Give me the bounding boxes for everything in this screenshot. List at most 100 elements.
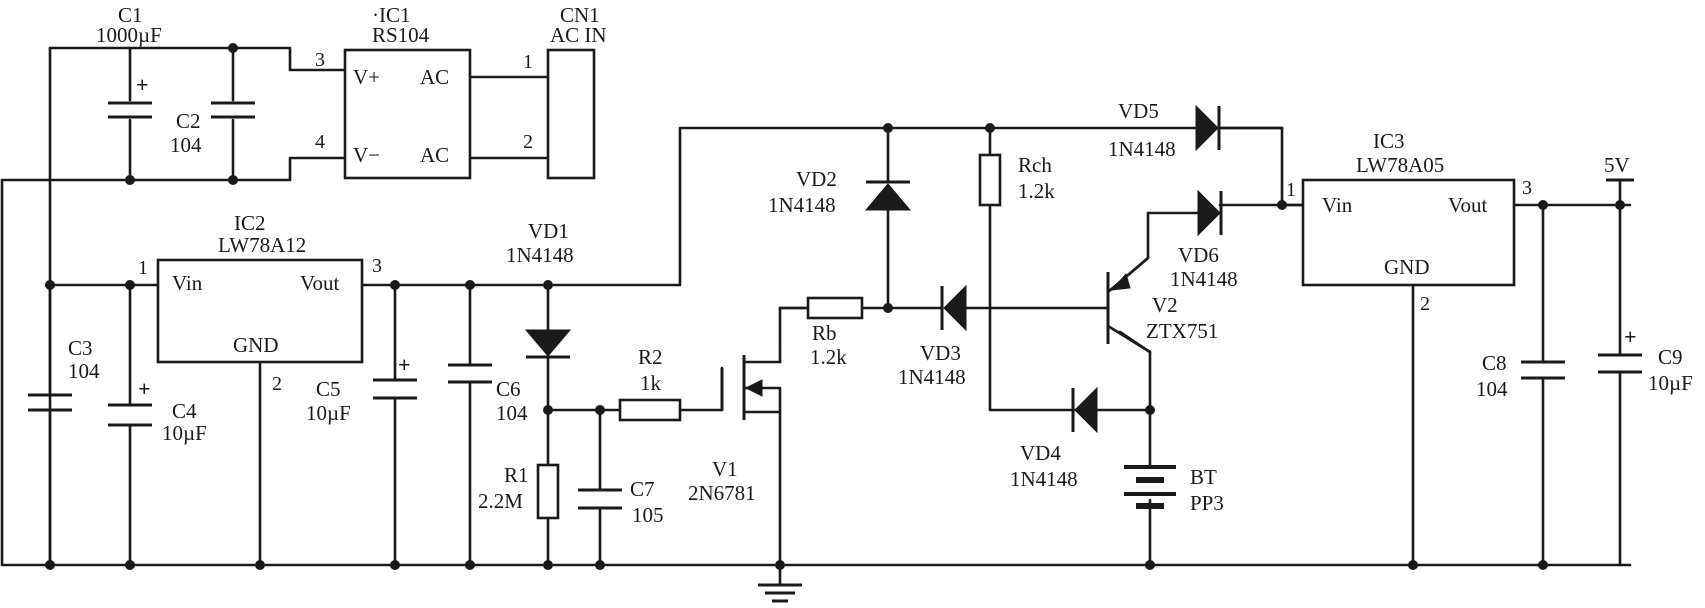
- ic3-pin3: 3: [1522, 177, 1532, 199]
- ic1-ac1-label: AC: [420, 65, 449, 89]
- diode-vd3: VD3 1N4148: [898, 284, 967, 389]
- rb-ref: Rb: [812, 321, 837, 345]
- capacitor-c2: C2 104: [170, 101, 255, 157]
- vd1-part: 1N4148: [506, 243, 574, 267]
- vd6-part: 1N4148: [1170, 267, 1238, 291]
- capacitor-c7: C7 105: [578, 477, 664, 527]
- ic3-gnd-label: GND: [1384, 255, 1430, 279]
- v2-ref: V2: [1152, 293, 1178, 317]
- vd6-ref: VD6: [1178, 243, 1219, 267]
- c9-value: 10µF: [1648, 371, 1693, 395]
- diode-vd4: VD4 1N4148: [1010, 386, 1098, 491]
- mosfet-v1: V1 2N6781: [688, 350, 782, 505]
- rch-value: 1.2k: [1018, 179, 1055, 203]
- cn1-ref: CN1: [560, 3, 600, 27]
- c5-polarity: +: [398, 352, 411, 377]
- resistor-r2: R2 1k: [618, 345, 682, 422]
- vd5-part: 1N4148: [1108, 137, 1176, 161]
- ic1-bridge-rectifier: ·IC1 RS104 V+ V− AC AC 3 4: [315, 3, 472, 180]
- ic2-gnd-label: GND: [233, 333, 279, 357]
- ic2-part: LW78A12: [218, 233, 306, 257]
- ic2-vout-label: Vout: [300, 271, 339, 295]
- c2-ref: C2: [176, 109, 201, 133]
- ic2-pin3: 3: [372, 255, 382, 277]
- diode-vd6: VD6 1N4148: [1170, 189, 1238, 291]
- c7-ref: C7: [630, 477, 655, 501]
- diode-vd5: VD5 1N4148: [1108, 99, 1221, 161]
- connector-cn1: CN1 AC IN 1 2: [523, 3, 607, 180]
- ic3-ref: IC3: [1373, 129, 1405, 153]
- bt-ref: BT: [1190, 465, 1217, 489]
- vd5-ref: VD5: [1118, 99, 1159, 123]
- c9-polarity: +: [1624, 324, 1637, 349]
- v1-part: 2N6781: [688, 481, 756, 505]
- c4-value: 10µF: [162, 421, 207, 445]
- cn1-pin1: 1: [523, 51, 533, 73]
- ic2-pin1: 1: [138, 257, 148, 279]
- transistor-v2: V2 ZTX751: [1103, 256, 1218, 354]
- ic2-ref: IC2: [234, 211, 266, 235]
- cn1-part: AC IN: [550, 23, 607, 47]
- output-terminal: 5V: [1604, 153, 1634, 182]
- capacitor-c9: + C9 10µF: [1598, 324, 1693, 395]
- vd2-ref: VD2: [796, 167, 837, 191]
- c1-polarity: +: [136, 72, 149, 97]
- ic2-vin-label: Vin: [172, 271, 203, 295]
- vd4-part: 1N4148: [1010, 467, 1078, 491]
- ic2-pin2: 2: [272, 373, 282, 395]
- v1-ref: V1: [712, 457, 738, 481]
- c7-value: 105: [632, 503, 664, 527]
- resistor-r1: R1 2.2M: [478, 463, 560, 520]
- vd3-ref: VD3: [920, 341, 961, 365]
- c1-value: 1000µF: [96, 23, 162, 47]
- c2-value: 104: [170, 133, 202, 157]
- diode-vd1: VD1 1N4148: [506, 219, 574, 359]
- r2-value: 1k: [640, 371, 662, 395]
- ic3-vout-label: Vout: [1448, 193, 1487, 217]
- ground-symbol: [758, 583, 802, 603]
- r2-ref: R2: [638, 345, 663, 369]
- ic1-pin4: 4: [315, 131, 325, 153]
- cn1-pin2: 2: [523, 131, 533, 153]
- ic1-part: RS104: [372, 23, 430, 47]
- capacitor-c6: C6 104: [448, 363, 528, 425]
- ic1-ac2-label: AC: [420, 143, 449, 167]
- c3-value: 104: [68, 359, 100, 383]
- ic2-regulator: IC2 LW78A12 Vin Vout GND 1 2 3: [138, 211, 382, 395]
- wires: [0, 46, 1632, 587]
- capacitor-c4: + C4 10µF: [108, 376, 207, 445]
- capacitor-c1: + C1 1000µF: [96, 3, 162, 119]
- c8-ref: C8: [1482, 351, 1507, 375]
- ic3-vin-label: Vin: [1322, 193, 1353, 217]
- resistor-rch: Rch 1.2k: [978, 153, 1055, 207]
- c9-ref: C9: [1658, 345, 1683, 369]
- c8-value: 104: [1476, 377, 1508, 401]
- c4-polarity: +: [138, 376, 151, 401]
- capacitor-c3: C3 104: [28, 336, 100, 412]
- capacitor-c5: + C5 10µF: [306, 352, 417, 425]
- ic3-regulator: IC3 LW78A05 Vin Vout GND 1 2 3: [1286, 129, 1532, 315]
- ic1-vminus-label: V−: [353, 143, 380, 167]
- c6-value: 104: [496, 401, 528, 425]
- vd4-ref: VD4: [1020, 441, 1061, 465]
- c1-ref: C1: [118, 3, 143, 27]
- ic3-pin1: 1: [1286, 179, 1296, 201]
- v2-part: ZTX751: [1146, 319, 1218, 343]
- ic3-pin2: 2: [1420, 293, 1430, 315]
- vd2-part: 1N4148: [768, 193, 836, 217]
- ic3-part: LW78A05: [1356, 153, 1444, 177]
- bt-part: PP3: [1190, 491, 1224, 515]
- c5-value: 10µF: [306, 401, 351, 425]
- c3-ref: C3: [68, 336, 93, 360]
- resistor-rb: Rb 1.2k: [806, 296, 864, 369]
- c5-ref: C5: [316, 377, 341, 401]
- c4-ref: C4: [172, 399, 197, 423]
- capacitor-c8: C8 104: [1476, 351, 1565, 401]
- battery-bt: BT PP3: [1124, 465, 1224, 515]
- diode-vd2: VD2 1N4148: [768, 167, 912, 217]
- r1-ref: R1: [504, 463, 529, 487]
- c6-ref: C6: [496, 377, 521, 401]
- ic1-vplus-label: V+: [353, 65, 380, 89]
- output-label: 5V: [1604, 153, 1630, 177]
